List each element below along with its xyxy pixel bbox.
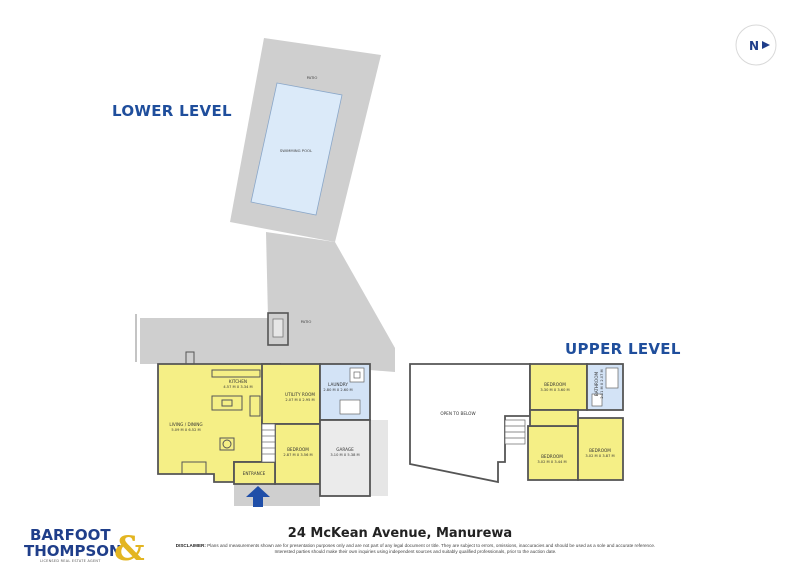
upper-bedroom-3-dim: 3.02 M X 3.87 M bbox=[585, 454, 614, 458]
disclaimer-text: Plans and measurements shown are for pre… bbox=[207, 543, 656, 554]
brand-subtitle: LICENSED REAL ESTATE AGENT bbox=[40, 559, 101, 563]
north-circle bbox=[735, 24, 777, 66]
brand-ampersand: & bbox=[114, 529, 145, 569]
lower-level-title: LOWER LEVEL bbox=[112, 102, 232, 120]
disclaimer-label: DISCLAIMER: bbox=[175, 543, 206, 548]
laundry-fittings bbox=[339, 367, 365, 415]
outdoor-structure bbox=[267, 312, 289, 346]
upper-bedroom-1 bbox=[529, 363, 588, 411]
lower-stairs bbox=[261, 423, 276, 463]
open-to-below-label: OPEN TO BELOW bbox=[440, 411, 475, 416]
kitchen-label: KITCHEN bbox=[229, 379, 247, 384]
kitchen-dim: 4.57 M X 3.34 M bbox=[223, 385, 252, 389]
upper-level-title: UPPER LEVEL bbox=[565, 340, 681, 358]
garage-label: GARAGE bbox=[336, 447, 354, 452]
swimming-pool bbox=[250, 82, 343, 216]
lower-level-rooms bbox=[157, 363, 371, 497]
brand-line-1: BARFOOT bbox=[30, 526, 111, 544]
patio-mid-label: PATIO bbox=[301, 319, 312, 324]
living-label: LIVING / DINING bbox=[169, 422, 202, 427]
upper-bedroom-1-dim: 3.30 M X 3.60 M bbox=[540, 388, 569, 392]
upper-hallway bbox=[529, 409, 579, 427]
north-arrow-icon bbox=[762, 41, 770, 49]
entrance-label: ENTRANCE bbox=[243, 471, 266, 476]
upper-bedroom-1-label: BEDROOM bbox=[544, 382, 566, 387]
north-letter: N bbox=[749, 39, 759, 53]
upper-bedroom-3-label: BEDROOM bbox=[589, 448, 611, 453]
outdoor-structure-inner bbox=[272, 318, 284, 338]
upper-bedroom-2-label: BEDROOM bbox=[541, 454, 563, 459]
upper-bedroom-2 bbox=[527, 425, 579, 481]
disclaimer: DISCLAIMER: Plans and measurements shown… bbox=[168, 543, 663, 555]
utility-label: UTILITY ROOM bbox=[285, 392, 315, 397]
kitchen-fittings bbox=[181, 351, 261, 475]
entrance-arrow-icon bbox=[246, 486, 270, 507]
garage-dim: 3.10 M X 5.38 M bbox=[330, 453, 359, 457]
lower-bedroom-dim: 2.87 M X 3.56 M bbox=[283, 453, 312, 457]
north-indicator: N bbox=[735, 24, 777, 66]
patio-top-label: PATIO bbox=[307, 75, 318, 80]
living-dim: 5.09 M X 6.52 M bbox=[171, 428, 200, 432]
lower-bedroom bbox=[274, 423, 321, 485]
brand-line-2: THOMPSON bbox=[24, 542, 122, 560]
upper-stairs bbox=[504, 419, 526, 445]
pool-label: SWIMMING POOL bbox=[280, 148, 313, 153]
entrance-hall bbox=[233, 461, 276, 485]
bathroom-dim: 2.11 M X 2.07 M bbox=[600, 369, 604, 398]
bathroom-label: BATHROOM bbox=[594, 371, 599, 396]
property-address: 24 McKean Avenue, Manurewa bbox=[288, 526, 512, 541]
rear-patio-area bbox=[140, 318, 370, 364]
upper-bedroom-2-dim: 3.02 M X 3.44 M bbox=[537, 460, 566, 464]
utility-dim: 2.07 M X 2.95 M bbox=[285, 398, 314, 402]
upper-bedroom-3 bbox=[577, 417, 624, 481]
bathroom-fittings bbox=[591, 367, 619, 407]
lower-bedroom-label: BEDROOM bbox=[287, 447, 309, 452]
brand-logo: BARFOOT THOMPSON & LICENSED REAL ESTATE … bbox=[24, 526, 145, 569]
garage bbox=[319, 419, 371, 497]
laundry-dim: 2.80 M X 2.60 M bbox=[323, 388, 352, 392]
laundry-label: LAUNDRY bbox=[328, 382, 348, 387]
